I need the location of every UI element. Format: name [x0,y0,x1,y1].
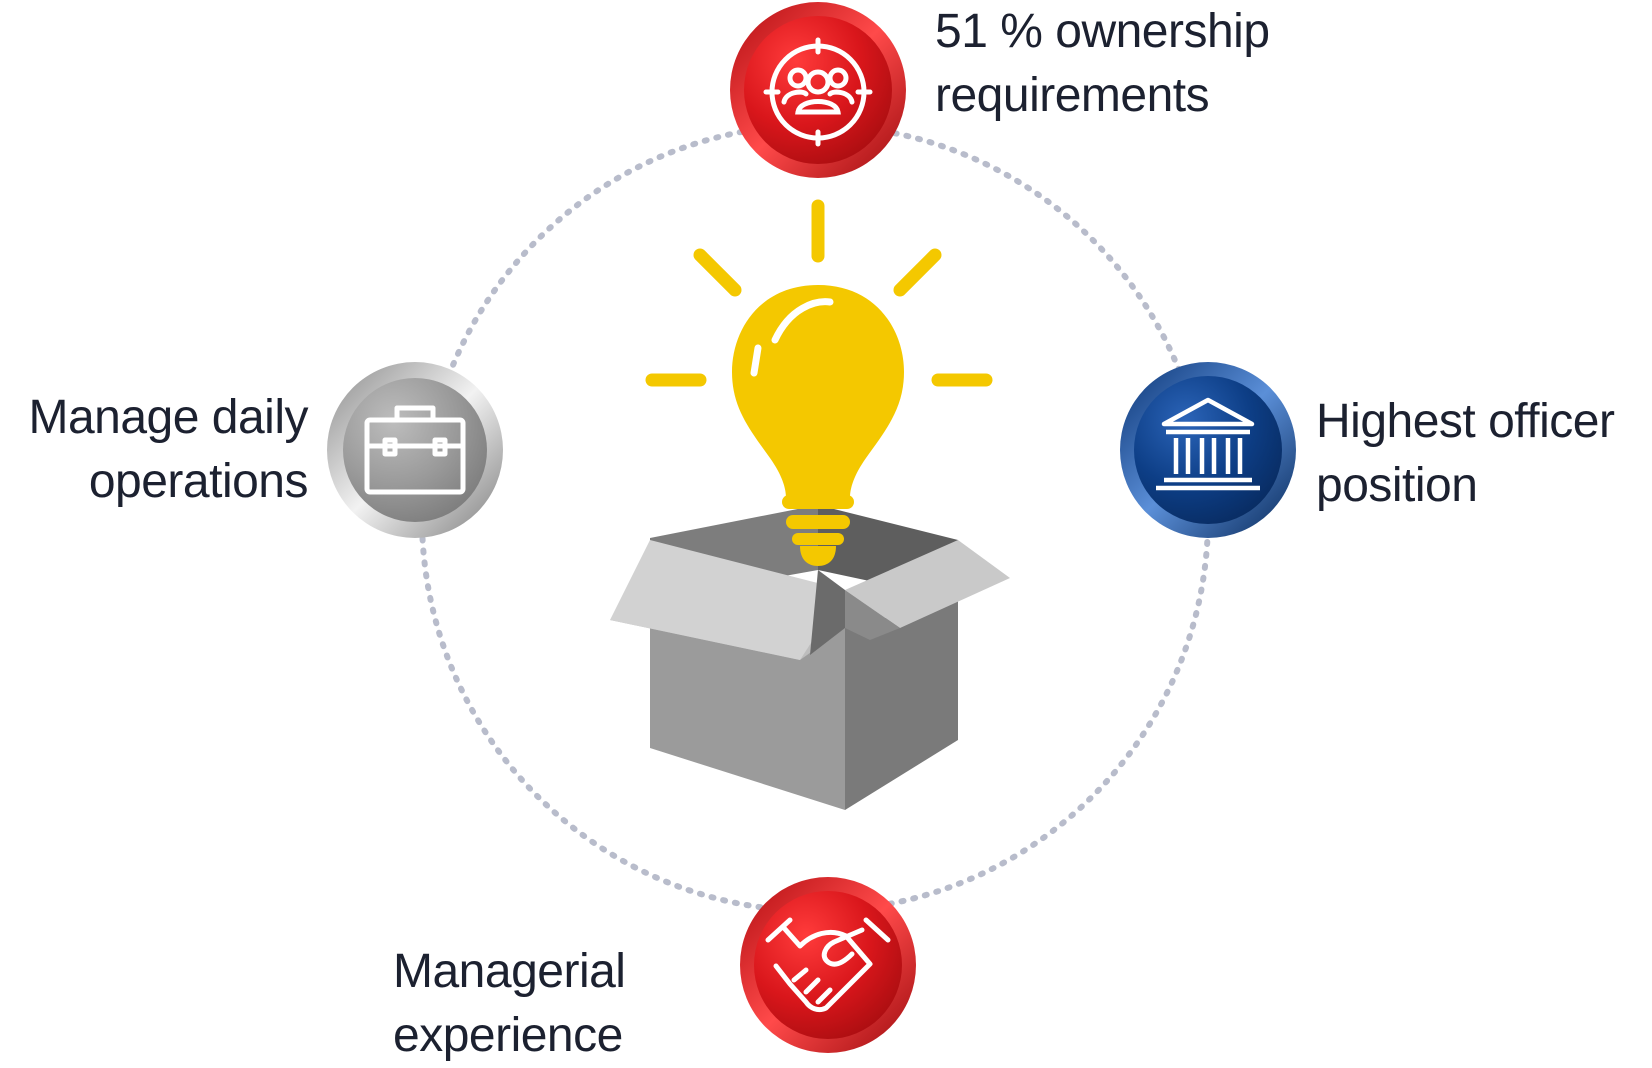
label-managerial-experience: Managerial experience [393,940,626,1068]
label-line: Manage daily [28,391,308,444]
handshake-badge [740,877,916,1053]
label-line: Managerial [393,945,626,998]
label-ownership: 51 % ownership requirements [935,0,1270,128]
label-line: position [1316,459,1478,512]
label-line: Highest officer [1316,395,1615,448]
briefcase-icon [364,405,466,495]
label-highest-officer: Highest officer position [1316,390,1615,518]
handshake-icon [765,917,891,1013]
open-box-icon [610,540,1010,810]
light-rays [645,199,993,387]
label-line: requirements [935,69,1210,122]
label-line: operations [88,455,309,508]
label-line: experience [393,1009,623,1062]
lightbulb-icon [732,285,904,566]
team-target-badge [730,2,906,178]
bank-building-icon [1156,397,1260,491]
team-target-icon [763,37,873,147]
label-line: 51 % ownership [935,5,1270,58]
label-daily-operations: Manage daily operations [0,386,308,514]
bank-badge [1120,362,1296,538]
briefcase-badge [327,362,503,538]
